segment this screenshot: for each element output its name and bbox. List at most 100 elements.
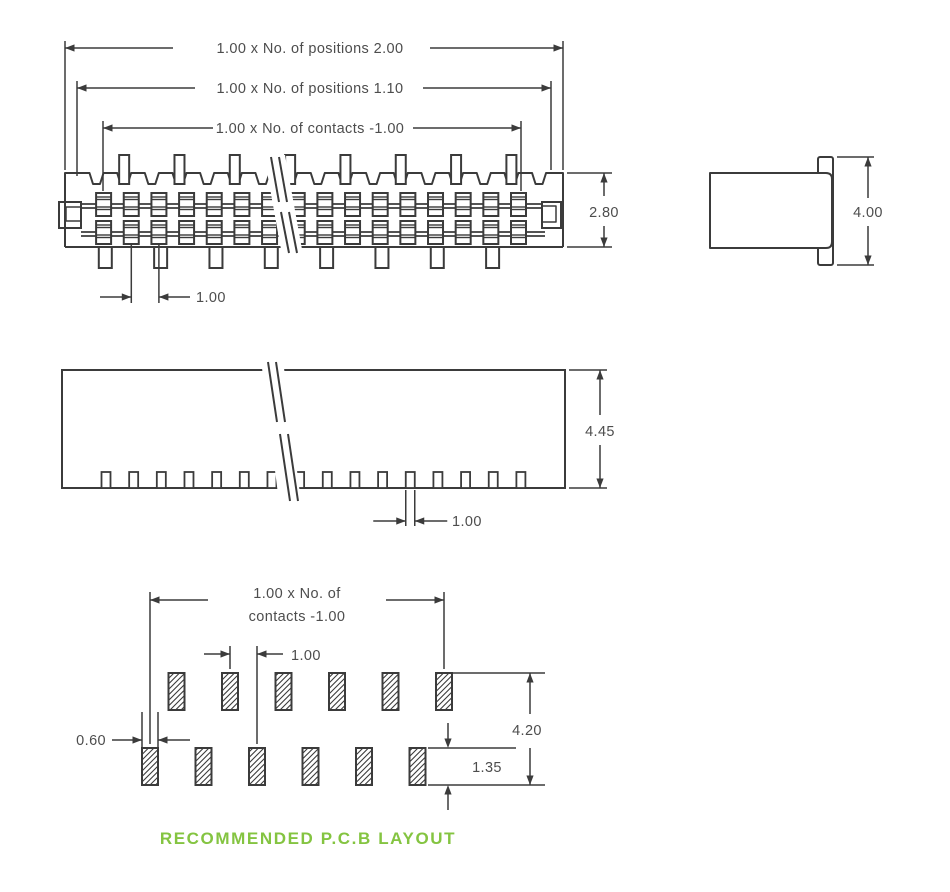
arrowhead bbox=[150, 596, 160, 604]
solder-pin-bottom bbox=[485, 246, 501, 269]
break-line bbox=[280, 211, 290, 254]
bottom-pin bbox=[377, 471, 389, 489]
contact bbox=[205, 192, 223, 217]
pcb-layout-view bbox=[112, 592, 545, 810]
pcb-pad-bottom bbox=[355, 747, 373, 786]
arrowhead bbox=[257, 650, 267, 658]
break-line bbox=[270, 156, 280, 203]
contact bbox=[427, 192, 445, 217]
bottom-pin bbox=[211, 471, 223, 489]
solder-pin-bottom bbox=[153, 246, 169, 269]
arrowhead bbox=[158, 736, 168, 744]
dim-label-body-height: 2.80 bbox=[589, 205, 619, 221]
dim-label-inner-width: 1.00 x No. of positions 1.10 bbox=[217, 81, 404, 97]
arrowhead bbox=[103, 124, 113, 132]
arrowhead bbox=[414, 517, 425, 525]
pcb-pad-bottom bbox=[141, 747, 159, 786]
pcb-pad-bottom bbox=[248, 747, 266, 786]
contact bbox=[205, 220, 223, 245]
bottom-pin bbox=[515, 471, 527, 489]
dim-label-overall-width: 1.00 x No. of positions 2.00 bbox=[217, 41, 404, 57]
bottom-pin bbox=[321, 471, 333, 489]
contact bbox=[344, 192, 362, 217]
break-mask bbox=[261, 360, 301, 502]
solder-pin-top bbox=[450, 154, 463, 185]
arrowhead bbox=[158, 293, 169, 301]
contact bbox=[233, 192, 251, 217]
contact bbox=[510, 192, 527, 217]
break-line bbox=[288, 211, 298, 254]
bottom-pin bbox=[266, 471, 278, 489]
dim-label-pad-pitch: 1.00 bbox=[291, 648, 321, 664]
front-view bbox=[58, 154, 564, 269]
dim-label-pad-width: 0.60 bbox=[76, 733, 106, 749]
contact bbox=[454, 192, 472, 217]
contact bbox=[178, 192, 196, 217]
pcb-pad-bottom bbox=[194, 747, 213, 786]
solder-pin-bottom bbox=[263, 246, 279, 269]
bottom-pin bbox=[487, 471, 499, 489]
bottom-pin bbox=[183, 471, 195, 489]
contact bbox=[316, 192, 334, 217]
front-view-dimensions bbox=[64, 41, 612, 303]
bottom-pin bbox=[349, 471, 361, 489]
arrowhead bbox=[511, 124, 521, 132]
bottom-pin bbox=[404, 471, 416, 489]
contact bbox=[95, 220, 113, 245]
solder-pin-top bbox=[394, 154, 407, 185]
arrowhead bbox=[526, 673, 534, 683]
contact bbox=[399, 220, 417, 245]
pcb-pad-top bbox=[435, 672, 453, 711]
solder-pin-bottom bbox=[97, 246, 113, 269]
arrowhead bbox=[553, 44, 563, 52]
bottom-body bbox=[61, 369, 566, 489]
side-view bbox=[709, 156, 874, 266]
arrowhead bbox=[65, 44, 75, 52]
dim-label-front-pitch: 1.00 bbox=[196, 290, 226, 306]
arrowhead bbox=[444, 738, 452, 748]
pcb-pad-bottom bbox=[301, 747, 320, 786]
arrowhead bbox=[596, 478, 604, 488]
rail-end-tab-right-inner bbox=[541, 205, 557, 223]
bottom-pin bbox=[155, 471, 167, 489]
break-line bbox=[287, 433, 299, 502]
bottom-view bbox=[61, 360, 607, 526]
solder-pin-top bbox=[118, 154, 131, 185]
arrowhead bbox=[121, 293, 132, 301]
contact bbox=[261, 220, 279, 245]
contact bbox=[178, 220, 196, 245]
pcb-pad-top bbox=[328, 672, 346, 711]
break-line bbox=[279, 433, 291, 502]
solder-pin-bottom bbox=[429, 246, 445, 269]
pcb-pad-top bbox=[221, 672, 239, 711]
solder-pin-bottom bbox=[208, 246, 224, 269]
contact bbox=[122, 192, 140, 217]
bottom-pin bbox=[460, 471, 471, 489]
dim-label-pad-height: 1.35 bbox=[472, 760, 502, 776]
dim-label-pad-span-line2: contacts -1.00 bbox=[249, 609, 346, 625]
arrowhead bbox=[132, 736, 142, 744]
arrowhead bbox=[541, 84, 551, 92]
bottom-pin bbox=[100, 471, 112, 489]
contact bbox=[150, 192, 168, 217]
arrowhead bbox=[434, 596, 444, 604]
arrowhead bbox=[526, 775, 534, 785]
contact bbox=[482, 220, 500, 245]
bottom-pin bbox=[238, 471, 250, 489]
solder-pin-top bbox=[505, 154, 518, 185]
bottom-pin bbox=[432, 471, 444, 489]
pcb-pad-bottom bbox=[408, 747, 427, 786]
rail-end-tab-left bbox=[58, 201, 82, 229]
solder-pin-top bbox=[228, 154, 241, 185]
arrowhead bbox=[864, 157, 872, 167]
break-line bbox=[275, 361, 286, 423]
solder-pin-bottom bbox=[319, 246, 335, 269]
dim-label-bottom-height: 4.45 bbox=[585, 424, 615, 440]
solder-pin-bottom bbox=[374, 246, 390, 269]
contact bbox=[399, 192, 417, 217]
pcb-pad-top bbox=[381, 672, 400, 711]
solder-pin-top bbox=[173, 154, 186, 185]
contact bbox=[510, 220, 527, 245]
dim-label-contacts-span: 1.00 x No. of contacts -1.00 bbox=[216, 121, 405, 137]
contact bbox=[233, 220, 251, 245]
